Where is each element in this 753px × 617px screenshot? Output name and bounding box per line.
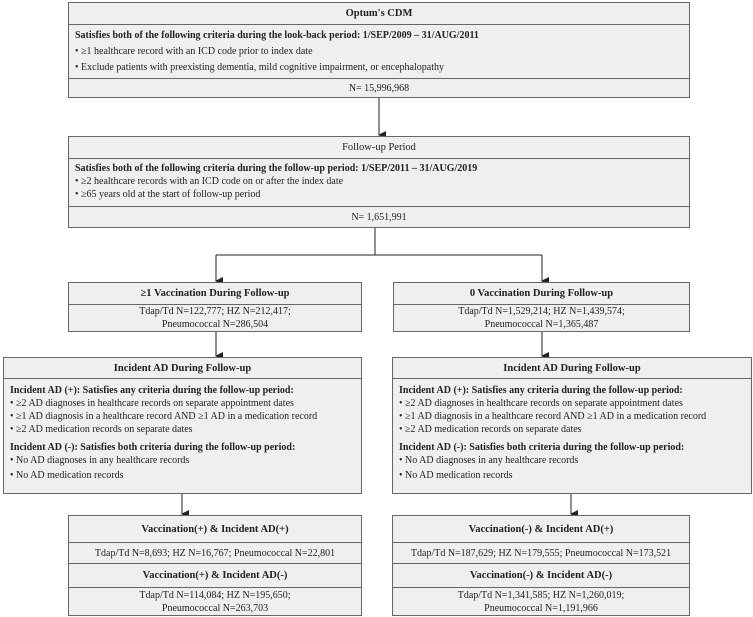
outcome-right-neg-values: Tdap/Td N=1,341,585; HZ N=1,260,019; Pne… bbox=[393, 587, 689, 615]
incident-pos-criterion: ≥2 AD diagnoses in healthcare records on… bbox=[399, 397, 745, 410]
outcome-right-box: Vaccination(-) & Incident AD(+) Tdap/Td … bbox=[392, 515, 690, 616]
incident-title: Incident AD During Follow-up bbox=[503, 362, 641, 374]
outcome-left-neg-line2: Pneumococcal N=263,703 bbox=[161, 602, 269, 614]
incident-right-box: Incident AD During Follow-up Incident AD… bbox=[392, 357, 752, 494]
vacc-pos-title: ≥1 Vaccination During Follow-up bbox=[140, 288, 290, 299]
vacc-pos-line1: Tdap/Td N=122,777; HZ N=212,417; bbox=[139, 306, 291, 317]
incident-neg-criterion: No AD diagnoses in any healthcare record… bbox=[10, 454, 355, 467]
incident-neg-lead: Incident AD (-): Satisfies both criteria… bbox=[399, 442, 685, 453]
source-criteria: Satisfies both of the following criteria… bbox=[69, 24, 689, 78]
vacc-neg-title: 0 Vaccination During Follow-up bbox=[469, 288, 614, 299]
incident-left-box: Incident AD During Follow-up Incident AD… bbox=[3, 357, 362, 494]
followup-criterion: ≥2 healthcare records with an ICD code o… bbox=[75, 175, 683, 188]
outcome-left-pos-title: Vaccination(+) & Incident AD(+) bbox=[141, 523, 289, 535]
source-criteria-lead: Satisfies both of the following criteria… bbox=[75, 30, 479, 41]
outcome-right-pos-values: Tdap/Td N=187,629; HZ N=179,555; Pneumoc… bbox=[393, 542, 689, 563]
incident-pos-criterion: ≥1 AD diagnosis in a healthcare record A… bbox=[10, 410, 355, 423]
incident-pos-criterion: ≥2 AD medication records on separate dat… bbox=[399, 423, 745, 436]
incident-pos-criterion: ≥2 AD medication records on separate dat… bbox=[10, 423, 355, 436]
followup-criterion: ≥65 years old at the start of follow-up … bbox=[75, 188, 683, 201]
followup-title: Follow-up Period bbox=[342, 142, 416, 153]
incident-neg-criterion: No AD medication records bbox=[399, 469, 745, 482]
outcome-right-neg-title: Vaccination(-) & Incident AD(-) bbox=[393, 563, 689, 587]
incident-criteria: Incident AD (+): Satisfies any criteria … bbox=[393, 378, 751, 486]
incident-pos-lead: Incident AD (+): Satisfies any criteria … bbox=[399, 385, 683, 396]
vacc-neg-line1: Tdap/Td N=1,529,214; HZ N=1,439,574; bbox=[458, 306, 625, 317]
incident-criteria: Incident AD (+): Satisfies any criteria … bbox=[4, 378, 361, 486]
vacc-neg-box: 0 Vaccination During Follow-up Tdap/Td N… bbox=[393, 282, 690, 332]
vacc-pos-box: ≥1 Vaccination During Follow-up Tdap/Td … bbox=[68, 282, 362, 332]
outcome-left-pos-values: Tdap/Td N=8,693; HZ N=16,767; Pneumococc… bbox=[69, 542, 361, 563]
outcome-left-box: Vaccination(+) & Incident AD(+) Tdap/Td … bbox=[68, 515, 362, 616]
source-title: Optum's CDM bbox=[345, 8, 413, 19]
outcome-right-pos-title: Vaccination(-) & Incident AD(+) bbox=[468, 523, 614, 535]
followup-criteria: Satisfies both of the following criteria… bbox=[69, 158, 689, 206]
outcome-left-neg-title: Vaccination(+) & Incident AD(-) bbox=[69, 563, 361, 587]
outcome-right-neg-line1: Tdap/Td N=1,341,585; HZ N=1,260,019; bbox=[457, 589, 625, 601]
source-box: Optum's CDM Satisfies both of the follow… bbox=[68, 2, 690, 98]
followup-criteria-lead: Satisfies both of the following criteria… bbox=[75, 163, 478, 174]
vacc-pos-line2: Pneumococcal N=286,504 bbox=[161, 319, 269, 330]
followup-n: N= 1,651,991 bbox=[69, 206, 689, 227]
source-n: N= 15,996,968 bbox=[69, 78, 689, 97]
incident-title: Incident AD During Follow-up bbox=[113, 362, 252, 374]
followup-box: Follow-up Period Satisfies both of the f… bbox=[68, 136, 690, 228]
vacc-pos-counts: Tdap/Td N=122,777; HZ N=212,417; Pneumoc… bbox=[69, 304, 361, 331]
incident-pos-criterion: ≥2 AD diagnoses in healthcare records on… bbox=[10, 397, 355, 410]
source-criterion: ≥1 healthcare record with an ICD code pr… bbox=[75, 45, 683, 58]
outcome-right-neg-line2: Pneumococcal N=1,191,966 bbox=[484, 602, 598, 614]
outcome-left-neg-values: Tdap/Td N=114,084; HZ N=195,650; Pneumoc… bbox=[69, 587, 361, 615]
outcome-left-neg-line1: Tdap/Td N=114,084; HZ N=195,650; bbox=[139, 589, 291, 601]
source-criterion: Exclude patients with preexisting dement… bbox=[75, 61, 683, 74]
incident-pos-lead: Incident AD (+): Satisfies any criteria … bbox=[10, 385, 294, 396]
incident-neg-criterion: No AD medication records bbox=[10, 469, 355, 482]
incident-pos-criterion: ≥1 AD diagnosis in a healthcare record A… bbox=[399, 410, 745, 423]
vacc-neg-line2: Pneumococcal N=1,365,487 bbox=[484, 319, 599, 330]
incident-neg-lead: Incident AD (-): Satisfies both criteria… bbox=[10, 442, 296, 453]
incident-neg-criterion: No AD diagnoses in any healthcare record… bbox=[399, 454, 745, 467]
vacc-neg-counts: Tdap/Td N=1,529,214; HZ N=1,439,574; Pne… bbox=[394, 304, 689, 331]
